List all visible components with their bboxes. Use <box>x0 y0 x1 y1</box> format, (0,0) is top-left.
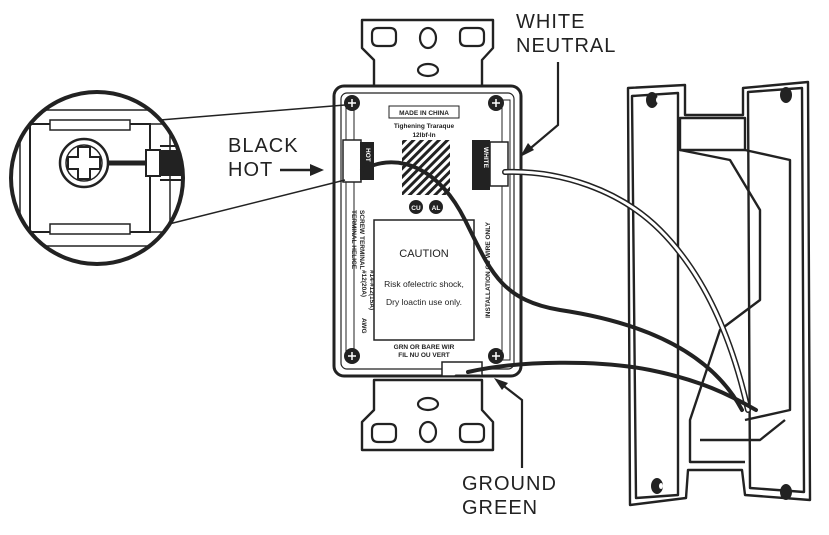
torque-line-2: 12lbf-In <box>412 132 435 139</box>
hot-label: HOT <box>228 159 273 181</box>
corner-screws <box>344 95 504 364</box>
made-in-label: MADE IN CHINA <box>399 110 449 117</box>
left-gauge-1: #14-#12(15A) <box>368 270 375 310</box>
svg-text:HOT: HOT <box>364 148 371 162</box>
mounting-strap-top <box>360 18 495 92</box>
cu-al-badges: CU AL <box>409 200 443 214</box>
ground-arrow <box>499 382 524 468</box>
wires <box>360 160 758 413</box>
mounting-strap-bottom <box>360 378 495 452</box>
ground-text-1: GRN OR BARE WIR <box>394 344 455 351</box>
green-label: GREEN <box>462 497 538 519</box>
caution-title: CAUTION <box>399 248 449 260</box>
white-neutral-arrow <box>525 62 560 153</box>
right-side-text: INSTALLATION CU WIRE ONLY <box>485 221 492 318</box>
neutral-label: NEUTRAL <box>516 35 616 57</box>
black-wire <box>360 160 744 412</box>
electrical-box <box>626 80 812 507</box>
made-in-label-box <box>388 105 460 119</box>
left-gauge-2: #12(20A) <box>360 270 367 297</box>
caution-line-2: Dry loactin use only. <box>386 297 462 307</box>
white-terminal: WHITE <box>472 140 509 190</box>
black-label: BLACK <box>228 135 299 157</box>
box-screw-holes <box>646 87 792 500</box>
caution-box <box>373 219 475 341</box>
white-label: WHITE <box>516 11 585 33</box>
ground-text-2: FIL NU OU VERT <box>398 352 450 359</box>
zoom-circle <box>9 90 185 266</box>
svg-text:WHITE: WHITE <box>482 147 489 169</box>
left-side-text-2: TERMINAL HELICE <box>350 210 357 270</box>
ground-wire <box>466 360 758 412</box>
left-side-text-1: SCREW TERMINAL <box>358 210 365 270</box>
svg-text:CU: CU <box>411 205 421 212</box>
strap-holes <box>370 26 486 444</box>
caution-line-1: Risk ofelectric shock, <box>384 279 464 289</box>
torque-line-1: Tighening Traraque <box>394 123 455 130</box>
left-gauge-3: AWG <box>360 318 367 334</box>
white-wire <box>502 168 751 413</box>
hot-terminal: HOT <box>342 139 374 183</box>
svg-text:AL: AL <box>432 205 441 212</box>
zoom-detail <box>9 90 346 266</box>
ground-label: GROUND <box>462 473 557 495</box>
